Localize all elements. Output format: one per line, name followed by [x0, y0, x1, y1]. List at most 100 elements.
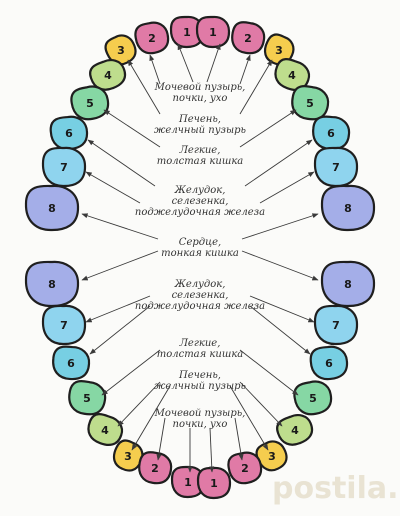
label-upper-liver-line-1: Печень, [178, 114, 221, 125]
arrow-8 [239, 109, 297, 148]
arrow-18 [249, 295, 315, 323]
upper-tooth-1 [195, 15, 231, 49]
arrow-10 [244, 139, 313, 187]
upper-tooth-8-number: 8 [344, 202, 352, 215]
upper-tooth-2-number: 2 [244, 32, 252, 45]
arrow-11 [85, 171, 141, 204]
lower-tooth-8 [24, 260, 80, 308]
upper-tooth-3-number: 3 [117, 44, 125, 57]
lower-tooth-5-number: 5 [309, 392, 317, 405]
label-heart-line-1: Сердце, [179, 237, 221, 248]
label-lower-lungs-line-1: Легкие, [179, 338, 221, 349]
label-lower-liver-line-2: желчный пузырь [154, 381, 246, 392]
upper-tooth-7-number: 7 [332, 161, 340, 174]
arrow-9 [87, 139, 156, 187]
lower-tooth-3-number: 3 [124, 450, 132, 463]
lower-tooth-7 [313, 304, 359, 346]
label-upper-stomach-line-1: Желудок, [174, 185, 226, 196]
upper-tooth-1-number: 1 [209, 26, 217, 39]
lower-tooth-3-number: 3 [268, 450, 276, 463]
upper-tooth-8-number: 8 [48, 202, 56, 215]
arrow-15 [81, 250, 159, 281]
label-lower-stomach-line-2: селезенка, [172, 290, 229, 301]
lower-tooth-4-number: 4 [101, 424, 109, 437]
lower-tooth-6-number: 6 [67, 357, 75, 370]
lower-tooth-5 [293, 380, 333, 416]
arrow-7 [103, 109, 161, 148]
arrow-2 [206, 43, 221, 83]
arrow-4 [239, 54, 251, 85]
upper-tooth-5 [70, 85, 110, 121]
arrow-17 [85, 295, 151, 323]
upper-tooth-3-number: 3 [275, 44, 283, 57]
label-lower-bladder-line-2: почки, ухо [173, 419, 228, 430]
arrow-13 [81, 213, 159, 240]
label-lower-stomach-line-3: поджелудочная железа [135, 301, 265, 312]
lower-tooth-2-number: 2 [241, 462, 249, 475]
upper-tooth-4 [274, 58, 311, 91]
arrow-5 [127, 59, 161, 115]
lower-tooth-1-number: 1 [210, 477, 218, 490]
arrow-6 [239, 59, 273, 115]
upper-tooth-5-number: 5 [306, 97, 314, 110]
arrow-3 [149, 54, 161, 85]
label-lower-lungs-line-2: толстая кишка [157, 349, 244, 360]
label-upper-bladder-line-1: Мочевой пузырь, [154, 82, 246, 93]
lower-tooth-2 [138, 451, 173, 485]
upper-tooth-4-number: 4 [104, 69, 112, 82]
upper-tooth-7 [41, 146, 87, 188]
label-lower-liver-line-1: Печень, [178, 370, 221, 381]
upper-tooth-2 [134, 21, 170, 55]
label-upper-bladder-line-2: почки, ухо [173, 93, 228, 104]
lower-tooth-1-number: 1 [184, 476, 192, 489]
arrow-30 [209, 427, 215, 473]
arrow-12 [259, 171, 315, 204]
lower-tooth-6 [52, 345, 91, 381]
upper-tooth-3 [263, 33, 295, 66]
upper-tooth-5 [291, 84, 330, 121]
lower-tooth-6 [309, 345, 349, 381]
lower-tooth-5 [68, 379, 107, 416]
upper-tooth-7-number: 7 [60, 161, 68, 174]
arrow-21 [101, 349, 161, 396]
upper-tooth-6 [312, 115, 351, 151]
upper-tooth-2-number: 2 [148, 32, 156, 45]
upper-tooth-8 [24, 184, 80, 232]
arrow-14 [241, 213, 319, 240]
arrow-28 [234, 417, 244, 461]
arrow-19 [89, 305, 151, 355]
upper-tooth-7 [313, 146, 359, 188]
lower-tooth-8-number: 8 [48, 278, 56, 291]
lower-tooth-4 [276, 414, 314, 446]
lower-tooth-7-number: 7 [60, 319, 68, 332]
label-upper-liver-line-2: желчный пузырь [154, 125, 246, 136]
upper-tooth-1-number: 1 [183, 26, 191, 39]
label-lower-bladder-line-1: Мочевой пузырь, [154, 408, 246, 419]
label-upper-stomach-line-2: селезенка, [172, 196, 229, 207]
label-upper-lungs-line-1: Легкие, [179, 145, 221, 156]
lower-tooth-6-number: 6 [325, 357, 333, 370]
lower-tooth-8 [320, 260, 376, 308]
upper-tooth-4 [89, 59, 127, 91]
lower-tooth-7 [41, 304, 87, 346]
arrow-24 [239, 381, 283, 427]
arrow-16 [241, 250, 319, 281]
arrow-27 [156, 417, 166, 461]
upper-tooth-6-number: 6 [327, 127, 335, 140]
label-upper-lungs-line-2: толстая кишка [157, 156, 244, 167]
lower-tooth-4-number: 4 [291, 424, 299, 437]
label-lower-stomach-line-1: Желудок, [174, 279, 226, 290]
lower-tooth-4 [87, 413, 124, 446]
upper-tooth-2 [231, 21, 266, 55]
upper-tooth-8 [320, 184, 376, 232]
arrow-26 [229, 385, 269, 451]
lower-tooth-5-number: 5 [83, 392, 91, 405]
arrow-22 [239, 349, 299, 396]
upper-tooth-4-number: 4 [288, 69, 296, 82]
arrow-25 [131, 385, 171, 451]
lower-tooth-2-number: 2 [151, 462, 159, 475]
arrow-1 [177, 43, 194, 83]
lower-tooth-7-number: 7 [332, 319, 340, 332]
